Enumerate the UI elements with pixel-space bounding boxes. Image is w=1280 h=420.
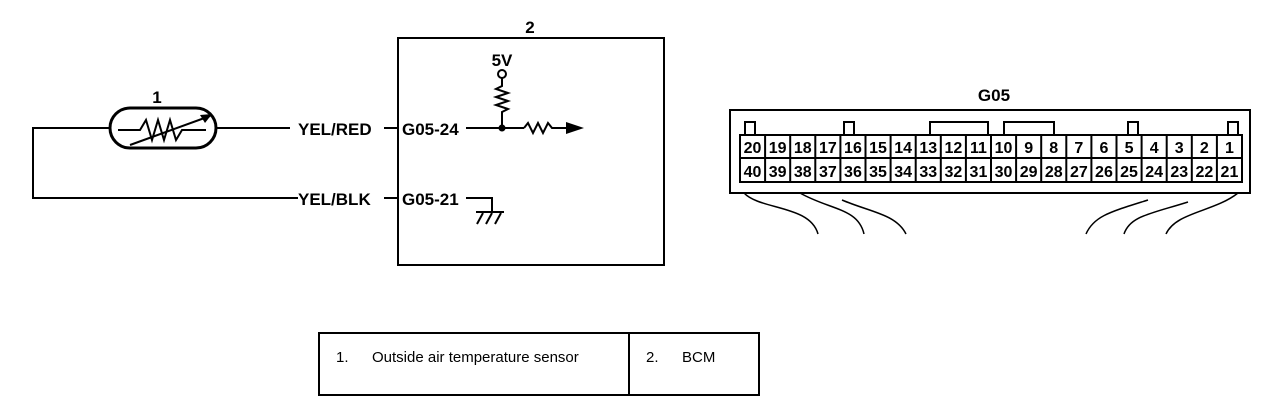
connector-pin-number: 38 [794,164,812,181]
connector-pin-number: 34 [894,164,912,181]
connector-harness-wires [743,192,1239,235]
connector-pin-number: 32 [944,164,962,181]
connector-pin-number: 15 [869,140,887,157]
legend-item-sensor: 1. Outside air temperature sensor [320,334,630,394]
sensor-loop-wire [32,127,298,199]
connector-pin-number: 33 [919,164,937,181]
legend-text: BCM [682,349,716,366]
connector-pin-number: 4 [1150,140,1159,157]
pull-up-resistor [492,69,512,128]
connector-pin-number: 39 [769,164,787,181]
connector-pin-number: 29 [1020,164,1038,181]
connector-pin-number: 20 [744,140,762,157]
connector-pin-number: 26 [1095,164,1113,181]
connector-pin-number: 3 [1175,140,1184,157]
connector-pin-number: 23 [1170,164,1188,181]
connector-pin-number: 37 [819,164,837,181]
connector-key [929,121,989,136]
junction-dot [498,124,506,132]
legend-number: 2. [646,349,659,366]
sensor-callout: 1 [152,88,161,107]
connector-pin-number: 30 [995,164,1013,181]
connector-pin-number: 10 [995,140,1013,157]
ground-wire-color-label: YEL/BLK [298,190,371,209]
connector-key [1003,121,1055,136]
connector-latch [843,121,855,136]
connector-pin-number: 12 [944,140,962,157]
legend-number: 1. [336,349,349,366]
connector-pin-number: 2 [1200,140,1209,157]
connector-pin-number: 21 [1221,164,1239,181]
connector-pin-number: 31 [970,164,988,181]
supply-voltage-label: 5V [492,51,513,70]
connector-pin-number: 14 [894,140,912,157]
connector-pin-number: 1 [1225,140,1234,157]
connector-pin-number: 36 [844,164,862,181]
connector-pin-number: 24 [1145,164,1163,181]
connector-pin-number: 27 [1070,164,1088,181]
ground-terminal-label: G05-21 [402,190,459,209]
connector-pin-number: 8 [1049,140,1058,157]
connector-name-label: G05 [978,86,1010,105]
signal-input-resistor [523,120,584,136]
connector-pin-number: 11 [970,140,987,157]
connector-pin-number: 5 [1125,140,1134,157]
legend-text: Outside air temperature sensor [372,349,579,366]
connector-pin-number: 35 [869,164,887,181]
ground-symbol [466,197,504,225]
connector-pin-number: 13 [919,140,937,157]
legend-item-bcm: 2. BCM [630,334,758,394]
bcm-callout: 2 [525,18,534,37]
connector-pin-number: 22 [1195,164,1213,181]
signal-wire-color-label: YEL/RED [298,120,372,139]
connector-pin-number: 9 [1024,140,1033,157]
legend-table: 1. Outside air temperature sensor 2. BCM [318,332,760,396]
connector-pin-number: 7 [1074,140,1083,157]
connector-pin-number: 25 [1120,164,1138,181]
connector-pin-number: 17 [819,140,837,157]
connector-pin-number: 40 [744,164,762,181]
connector-pin-number: 6 [1099,140,1108,157]
temperature-sensor-symbol: 1 [108,88,218,150]
connector-pin-number: 16 [844,140,862,157]
connector-latch [1127,121,1139,136]
connector-pin-number: 18 [794,140,812,157]
signal-terminal-label: G05-24 [402,120,459,139]
connector-latch [744,121,756,136]
connector-pin-number: 28 [1045,164,1063,181]
connector-latch [1227,121,1239,136]
bcm-box [397,37,665,266]
connector-pin-number: 19 [769,140,787,157]
